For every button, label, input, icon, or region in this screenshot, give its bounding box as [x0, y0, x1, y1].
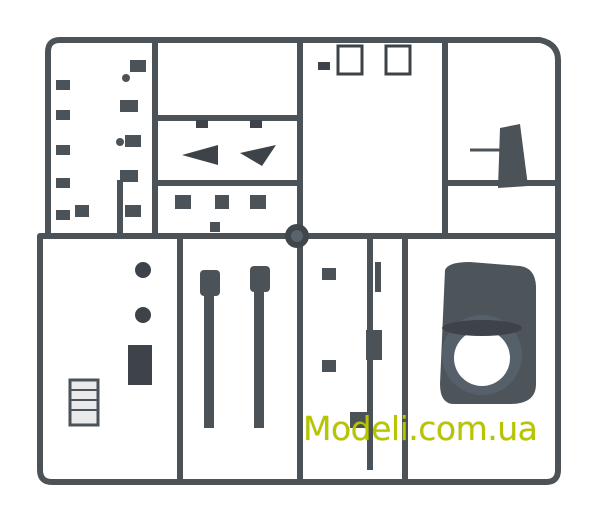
- small-parts-right: [322, 262, 382, 428]
- box-parts-top: [318, 44, 412, 76]
- watermark-text: Modeli.com.ua: [303, 409, 538, 448]
- sprue-frame: [37, 37, 561, 485]
- small-parts-middle: [175, 195, 266, 232]
- gun-barrels: [200, 266, 270, 428]
- turret-part: [440, 262, 536, 404]
- left-assembly-parts: [128, 262, 152, 385]
- triangle-parts: [182, 120, 276, 166]
- hatch-part: [470, 124, 528, 188]
- small-parts-left: [56, 60, 146, 220]
- grille-part: [68, 378, 100, 427]
